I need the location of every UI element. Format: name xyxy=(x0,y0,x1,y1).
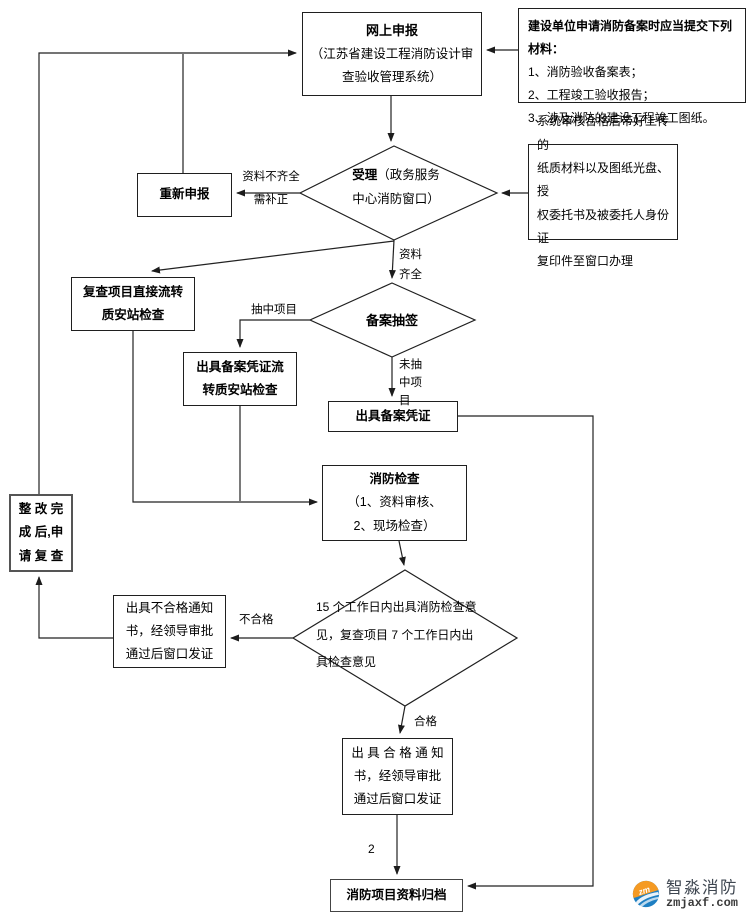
node-reapply: 重新申报 xyxy=(137,173,232,217)
node-online-declaration: 网上申报 （江苏省建设工程消防设计审 查验收管理系统） xyxy=(302,12,482,96)
node-rectify-reapply: 整 改 完 成 后,申 请 复 查 xyxy=(9,494,73,572)
edge-days-to-pass xyxy=(398,705,406,734)
decision-lottery: 备案抽签 xyxy=(330,310,454,329)
note-required-materials: 建设单位申请消防备案时应当提交下列材料： 1、消防验收备案表； 2、工程竣工验收… xyxy=(518,8,746,125)
edge-label-complete: 资料 齐全 xyxy=(399,249,422,282)
node-pass-notice: 出 具 合 格 通 知 书，经领导审批 通过后窗口发证 xyxy=(342,738,453,815)
decision-inspection-opinion: 15 个工作日内出具消防检查意 见，复查项目 7 个工作日内出 具检查意见 xyxy=(316,594,502,677)
node-voucher-transfer-label: 出具备案凭证流 转质安站检查 xyxy=(196,359,284,397)
node-fire-inspection: 消防检查 （1、资料审核、 2、现场检查） xyxy=(322,465,467,541)
decision-lottery-label: 备案抽签 xyxy=(365,313,418,328)
edge-acceptance-to-lottery xyxy=(388,239,396,279)
node-archive: 消防项目资料归档 xyxy=(330,879,463,912)
edge-label-fail: 不合格 xyxy=(239,614,274,626)
brand-domain: zmjaxf.com xyxy=(665,895,738,910)
edge-label-selected: 抽中项目 xyxy=(251,304,297,316)
edge-label-pass: 合格 xyxy=(414,716,437,728)
decision-acceptance-title: 受理 xyxy=(352,168,378,182)
node-online-subtitle: （江苏省建设工程消防设计审 查验收管理系统） xyxy=(310,46,474,85)
edge-rectify-to-online xyxy=(38,49,297,494)
decision-acceptance: 受理（政务服务 中心消防窗口） xyxy=(318,163,474,212)
edge-fail-to-rectify xyxy=(35,576,113,639)
materials-item-3: 3、涉及消防的建设工程竣工图纸。 xyxy=(528,111,715,126)
node-archive-label: 消防项目资料归档 xyxy=(346,887,447,902)
edge-label-not-selected: 未抽 中项 目 xyxy=(399,359,422,407)
materials-item-2: 2、工程竣工验收报告； xyxy=(528,88,655,103)
node-rectify-label: 整 改 完 成 后,申 请 复 查 xyxy=(18,502,64,563)
page-number: 2 xyxy=(368,842,375,856)
decision-inspection-opinion-label: 15 个工作日内出具消防检查意 见，复查项目 7 个工作日内出 具检查意见 xyxy=(316,600,477,670)
decision-acceptance-subtitle: （政务服务 中心消防窗口） xyxy=(352,168,440,207)
edge-label-incomplete: 资料不齐全 需补正 xyxy=(242,171,300,206)
edge-acceptance-to-recheck xyxy=(151,240,395,274)
node-reapply-label: 重新申报 xyxy=(159,187,210,202)
edge-lottery-to-voucherflow xyxy=(236,319,310,348)
edge-recheck-to-inspection xyxy=(132,331,318,506)
edge-voucher-to-archive xyxy=(458,415,594,890)
note-system-check: 系统审核合格后带好上传的 纸质材料以及图纸光盘、授 权委托书及被委托人身份证 复… xyxy=(528,114,678,268)
note-system-check-text: 系统审核合格后带好上传的 纸质材料以及图纸光盘、授 权委托书及被委托人身份证 复… xyxy=(537,114,670,269)
edge-inspection-to-days xyxy=(398,540,406,566)
node-online-title: 网上申报 xyxy=(365,22,418,38)
node-recheck-transfer: 复查项目直接流转 质安站检查 xyxy=(71,277,195,331)
node-pass-notice-label: 出 具 合 格 通 知 书，经领导审批 通过后窗口发证 xyxy=(351,745,444,807)
brand-name: 智淼消防 xyxy=(665,878,738,897)
brand-logo-icon: zm xyxy=(632,881,660,908)
node-fail-notice: 出具不合格通知 书，经领导审批 通过后窗口发证 xyxy=(113,595,226,668)
brand-logo-text: 智淼消防 zmjaxf.com xyxy=(666,879,738,910)
node-voucher-transfer: 出具备案凭证流 转质安站检查 xyxy=(183,352,297,406)
brand-logo: zm 智淼消防 zmjaxf.com xyxy=(631,879,738,910)
node-fire-inspection-subtitle: （1、资料审核、 2、现场检查） xyxy=(347,495,442,533)
node-fire-inspection-title: 消防检查 xyxy=(369,472,420,487)
node-fail-notice-label: 出具不合格通知 书，经领导审批 通过后窗口发证 xyxy=(125,600,214,662)
node-issue-voucher-label: 出具备案凭证 xyxy=(355,408,431,423)
materials-item-1: 1、消防验收备案表； xyxy=(528,65,643,80)
node-issue-voucher: 出具备案凭证 xyxy=(328,401,458,432)
svg-text:zm: zm xyxy=(636,884,652,898)
materials-title: 建设单位申请消防备案时应当提交下列材料： xyxy=(528,19,733,57)
node-recheck-label: 复查项目直接流转 质安站检查 xyxy=(82,284,183,322)
